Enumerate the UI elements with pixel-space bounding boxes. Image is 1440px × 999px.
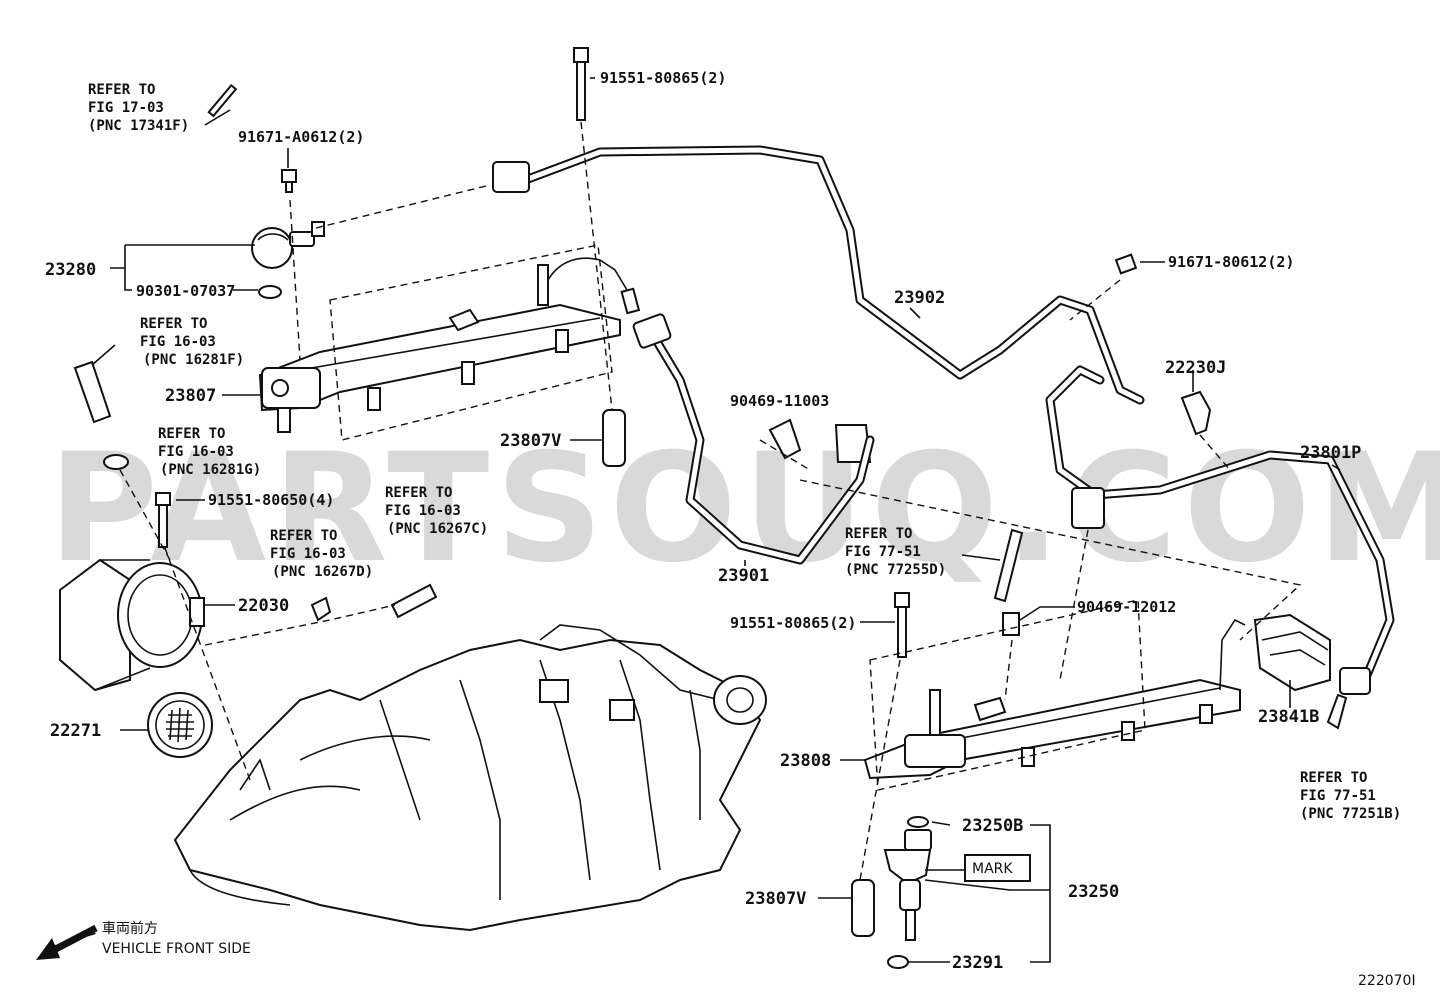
refer-16267d: REFER TO FIG 16-03 (PNC 16267D) — [270, 528, 373, 580]
refer-16281g: REFER TO FIG 16-03 (PNC 16281G) — [158, 426, 261, 478]
hose-77255d — [993, 528, 1024, 603]
fuel-rail-upper — [258, 257, 641, 433]
label-22030: 22030 — [238, 596, 289, 616]
label-90469-11003: 90469-11003 — [730, 392, 829, 410]
refer-16281f: REFER TO FIG 16-03 (PNC 16281F) — [140, 316, 244, 368]
label-91671-a0612: 91671-A0612(2) — [238, 128, 364, 146]
bolt-91671-a0612 — [281, 169, 297, 193]
clamp-90469-12012 — [1002, 612, 1020, 636]
svg-text:(PNC 77255D): (PNC 77255D) — [845, 562, 946, 578]
leader-lines — [91, 77, 1341, 963]
refer-77251b: REFER TO FIG 77-51 (PNC 77251B) — [1300, 770, 1401, 822]
svg-text:(PNC 16281F): (PNC 16281F) — [143, 352, 244, 368]
gasket — [147, 692, 213, 758]
svg-text:(PNC 16267D): (PNC 16267D) — [272, 564, 373, 580]
front-arrow-icon — [36, 924, 98, 960]
connector-23841b — [1253, 613, 1331, 692]
svg-text:FIG 77-51: FIG 77-51 — [1300, 788, 1376, 804]
front-side-en: VEHICLE FRONT SIDE — [102, 941, 251, 957]
mark-box — [964, 854, 1031, 882]
svg-text:REFER TO: REFER TO — [158, 426, 225, 442]
hose-77251b — [1326, 693, 1348, 730]
svg-text:REFER TO: REFER TO — [140, 316, 207, 332]
svg-text:REFER TO: REFER TO — [88, 82, 155, 98]
svg-text:REFER TO: REFER TO — [385, 485, 452, 501]
bolt-91551-80865-top — [573, 47, 589, 121]
hose-17341f — [207, 83, 238, 118]
svg-text:FIG 16-03: FIG 16-03 — [140, 334, 216, 350]
label-23807v-top: 23807V — [500, 431, 561, 451]
svg-text:FIG 16-03: FIG 16-03 — [270, 546, 346, 562]
svg-text:REFER TO: REFER TO — [1300, 770, 1367, 786]
label-22230j: 22230J — [1165, 358, 1226, 378]
svg-text:(PNC 17341F): (PNC 17341F) — [88, 118, 189, 134]
label-23291: 23291 — [952, 953, 1003, 973]
insulator-bottom — [851, 879, 875, 937]
fuel-rail-lower — [863, 618, 1246, 780]
svg-text:FIG 77-51: FIG 77-51 — [845, 544, 921, 560]
refer-77255d: REFER TO FIG 77-51 (PNC 77255D) — [845, 526, 946, 578]
svg-text:REFER TO: REFER TO — [270, 528, 337, 544]
assembly-lines — [119, 121, 1302, 881]
front-side-jp: 車両前方 — [102, 920, 158, 937]
label-23280: 23280 — [45, 260, 96, 280]
fuel-pipe-23902 — [492, 145, 1145, 405]
svg-text:FIG 16-03: FIG 16-03 — [158, 444, 234, 460]
sensor-22230j — [1180, 390, 1212, 436]
clip-16267d — [310, 596, 332, 622]
hose-16267c — [390, 583, 438, 619]
hose-16281f — [73, 360, 112, 424]
svg-text:(PNC 16267C): (PNC 16267C) — [387, 521, 488, 537]
watermark: PARTSOUQ.COM — [48, 422, 1440, 596]
label-23841b: 23841B — [1258, 707, 1319, 727]
clamp-block — [834, 424, 872, 463]
bolt-91671-80612 — [1114, 253, 1138, 275]
label-91551-80650: 91551-80650(4) — [208, 491, 334, 509]
washer-90301 — [258, 285, 282, 299]
svg-text:FIG 16-03: FIG 16-03 — [385, 503, 461, 519]
throttle-body — [59, 558, 205, 692]
label-91551-80865-top: 91551-80865(2) — [600, 69, 726, 87]
svg-text:(PNC 16281G): (PNC 16281G) — [160, 462, 261, 478]
label-23801p: 23801P — [1300, 443, 1361, 463]
label-91551-80865-bottom: 91551-80865(2) — [730, 614, 856, 632]
figure-code: 222070I — [1358, 973, 1416, 989]
label-23808: 23808 — [780, 751, 831, 771]
label-23902: 23902 — [894, 288, 945, 308]
pressure-damper — [251, 221, 325, 269]
label-23250b: 23250B — [962, 816, 1023, 836]
svg-text:FIG 17-03: FIG 17-03 — [88, 100, 164, 116]
insulator-top — [602, 409, 626, 467]
refer-17341f: REFER TO FIG 17-03 (PNC 17341F) — [88, 82, 189, 134]
svg-text:(PNC 77251B): (PNC 77251B) — [1300, 806, 1401, 822]
bolt-91551-80865-bottom — [894, 592, 910, 658]
label-90301-07037: 90301-07037 — [136, 282, 235, 300]
label-23250: 23250 — [1068, 882, 1119, 902]
fuel-injector — [883, 816, 932, 969]
svg-text:REFER TO: REFER TO — [845, 526, 912, 542]
label-23807v-bottom: 23807V — [745, 889, 806, 909]
clamp-90469-11003 — [768, 418, 802, 460]
fuel-pipe-23801p — [1045, 365, 1395, 695]
intake-manifold — [173, 624, 767, 932]
fuel-pipe-23901 — [632, 313, 875, 565]
label-23901: 23901 — [718, 566, 769, 586]
refer-16267c: REFER TO FIG 16-03 (PNC 16267C) — [385, 485, 488, 537]
mark-label: MARK — [972, 861, 1013, 877]
label-22271: 22271 — [50, 721, 101, 741]
label-90469-12012: 90469-12012 — [1077, 598, 1176, 616]
label-23807: 23807 — [165, 386, 216, 406]
clip-16281g — [103, 454, 129, 470]
label-91671-80612: 91671-80612(2) — [1168, 253, 1294, 271]
